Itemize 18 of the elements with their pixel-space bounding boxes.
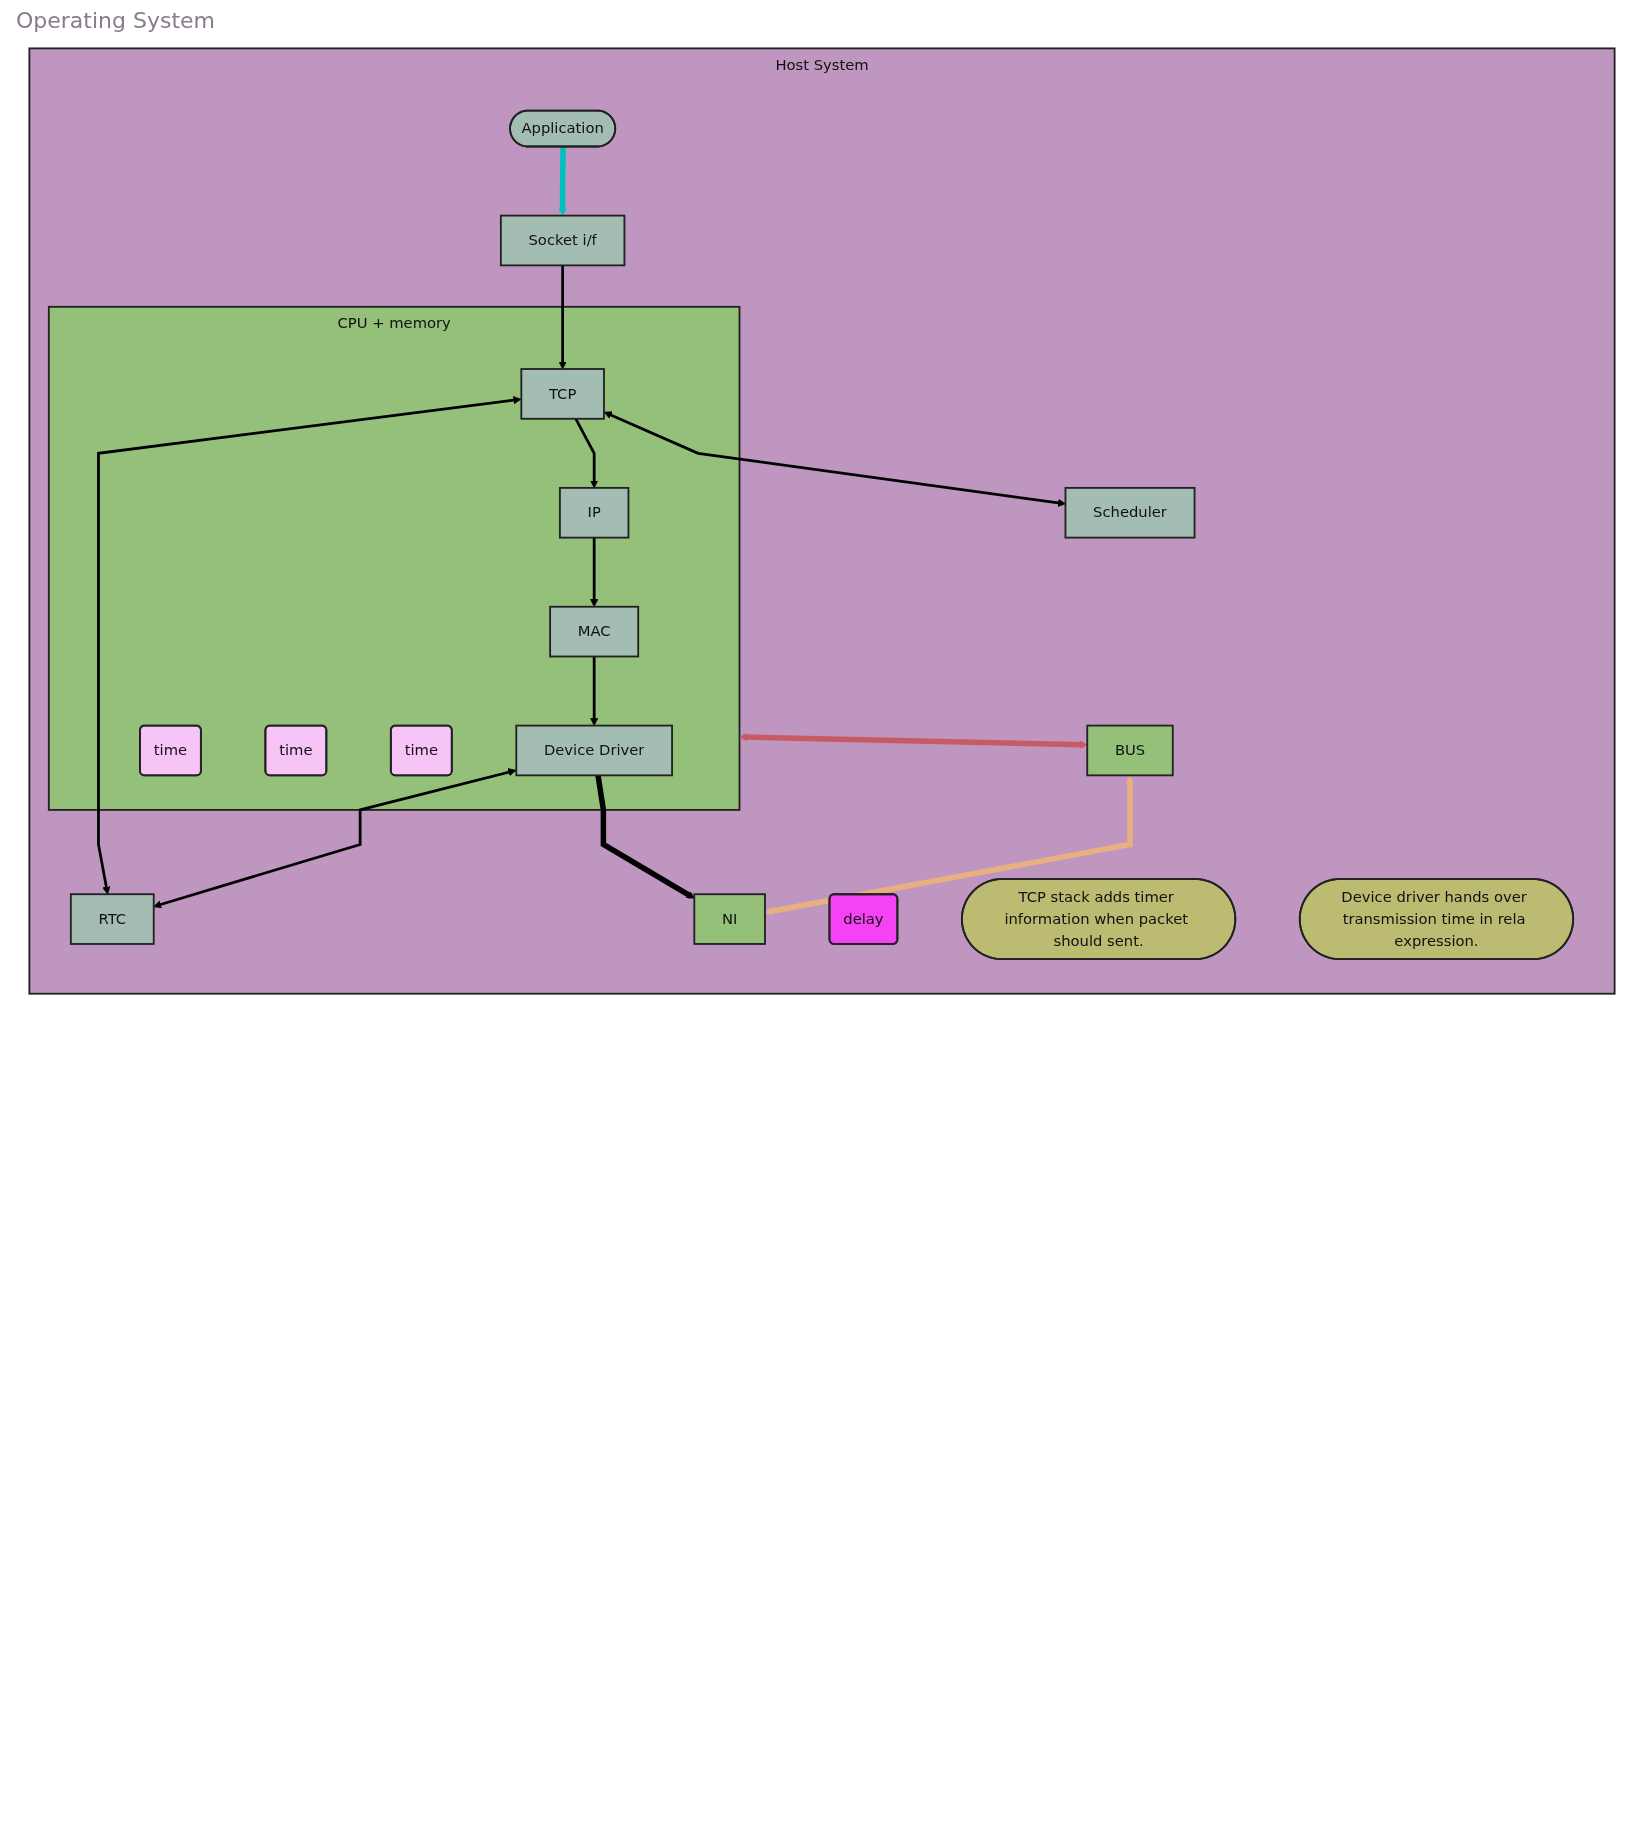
arrow: [558, 146, 567, 216]
arrow: [574, 418, 598, 489]
node-box: IP: [558, 486, 629, 539]
arrow: [594, 774, 695, 899]
node-box: MAC: [548, 605, 639, 658]
note-text: Operating System: [16, 8, 217, 33]
node-box: TCP: [519, 368, 605, 420]
node-box: Socket i/f: [499, 214, 625, 267]
node-box: RTC: [69, 893, 155, 945]
arrow: [764, 775, 1134, 916]
arrow: [589, 537, 598, 608]
arrow: [558, 265, 567, 370]
node-box: NI: [692, 893, 766, 945]
arrow: [96, 396, 521, 895]
node-box: Scheduler: [1064, 486, 1195, 539]
arrow: [589, 656, 598, 726]
node-box: BUS: [1085, 724, 1174, 777]
node-box: Device Driver: [514, 724, 673, 777]
